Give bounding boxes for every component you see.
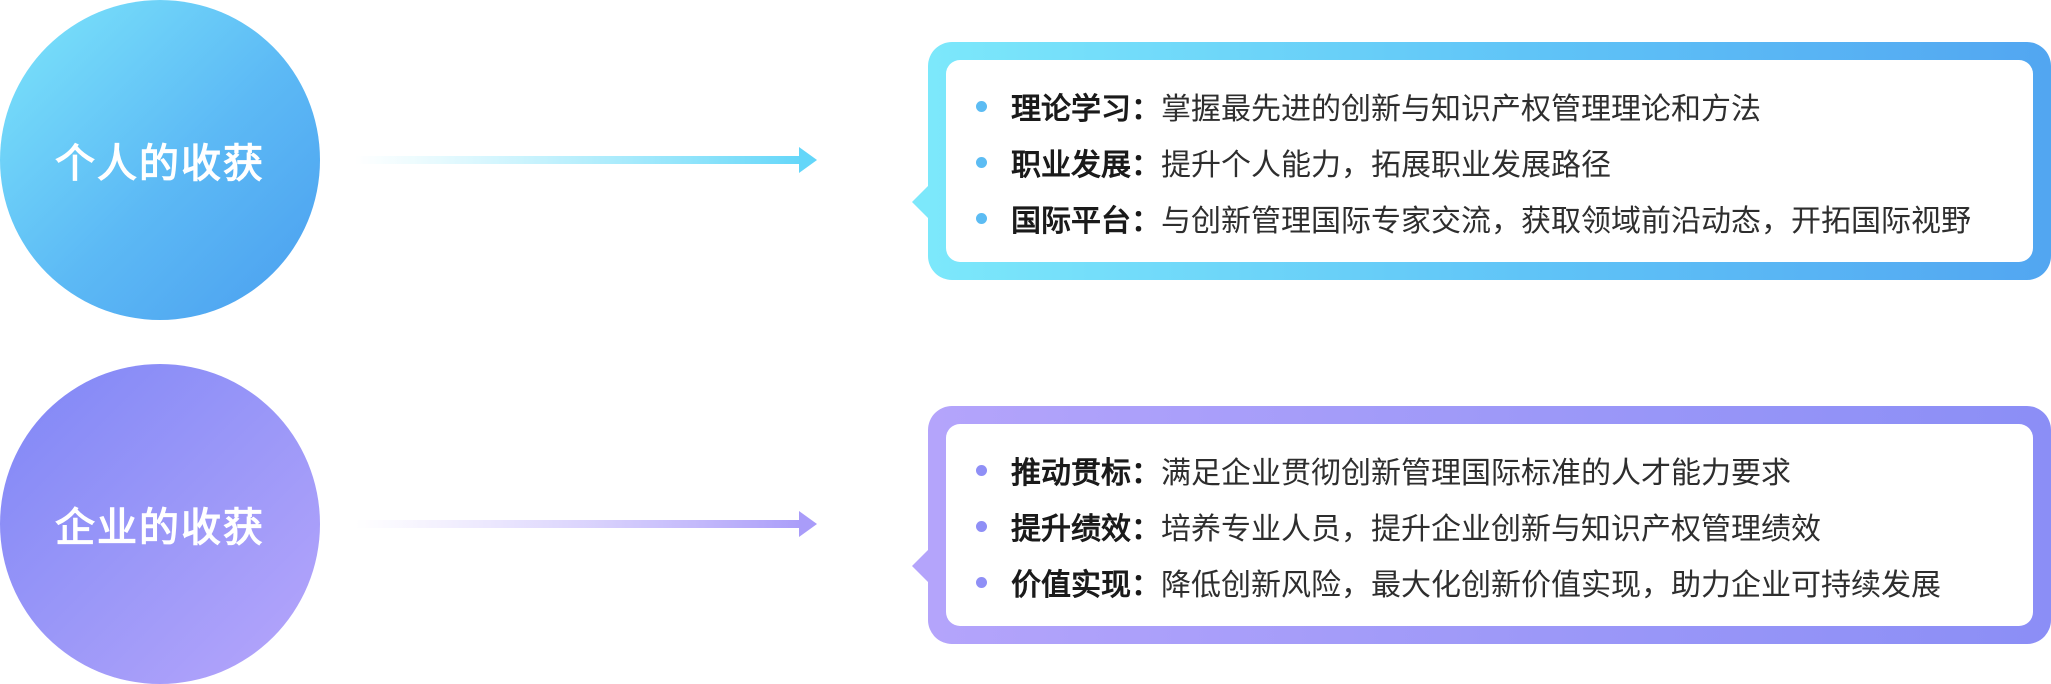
bullet-dot-icon	[976, 100, 987, 112]
item-title: 推动贯标：	[1011, 456, 1161, 491]
bullet-dot-icon	[976, 156, 987, 168]
personal-gains-row: 个人的收获 理论学习： 掌握最先进的创新与知识产权管理理论和方法 职业发展	[0, 0, 2051, 320]
personal-gains-card: 理论学习： 掌握最先进的创新与知识产权管理理论和方法 职业发展： 提升个人能力，…	[912, 42, 2051, 280]
bullet-dot-icon	[976, 520, 987, 532]
list-item: 国际平台： 与创新管理国际专家交流，获取领域前沿动态，开拓国际视野	[976, 190, 2033, 246]
list-item: 提升绩效： 培养专业人员，提升企业创新与知识产权管理绩效	[976, 498, 2033, 554]
list-item: 价值实现： 降低创新风险，最大化创新价值实现，助力企业可持续发展	[976, 554, 2033, 610]
item-text: 降低创新风险，最大化创新价值实现，助力企业可持续发展	[1161, 568, 1941, 603]
list-item: 职业发展： 提升个人能力，拓展职业发展路径	[976, 134, 2033, 190]
item-title: 理论学习：	[1011, 92, 1161, 127]
personal-gains-label: 个人的收获	[55, 141, 265, 187]
item-title: 价值实现：	[1011, 568, 1161, 603]
item-text: 与创新管理国际专家交流，获取领域前沿动态，开拓国际视野	[1161, 204, 1971, 239]
item-text: 掌握最先进的创新与知识产权管理理论和方法	[1161, 92, 1761, 127]
right-arrow-icon	[355, 145, 817, 175]
item-title: 职业发展：	[1011, 148, 1161, 183]
item-text: 满足企业贯彻创新管理国际标准的人才能力要求	[1161, 456, 1791, 491]
enterprise-gains-list: 推动贯标： 满足企业贯彻创新管理国际标准的人才能力要求 提升绩效： 培养专业人员…	[946, 424, 2033, 626]
item-text: 提升个人能力，拓展职业发展路径	[1161, 148, 1611, 183]
enterprise-gains-row: 企业的收获 推动贯标： 满足企业贯彻创新管理国际标准的人才能力要求 提升绩	[0, 364, 2051, 684]
enterprise-gains-label: 企业的收获	[55, 505, 265, 551]
personal-gains-list: 理论学习： 掌握最先进的创新与知识产权管理理论和方法 职业发展： 提升个人能力，…	[946, 60, 2033, 262]
card-pointer	[912, 548, 930, 584]
list-item: 推动贯标： 满足企业贯彻创新管理国际标准的人才能力要求	[976, 442, 2033, 498]
item-title: 国际平台：	[1011, 204, 1161, 239]
list-item: 理论学习： 掌握最先进的创新与知识产权管理理论和方法	[976, 78, 2033, 134]
item-title: 提升绩效：	[1011, 512, 1161, 547]
bullet-dot-icon	[976, 464, 987, 476]
personal-gains-circle: 个人的收获	[0, 0, 320, 320]
enterprise-gains-card: 推动贯标： 满足企业贯彻创新管理国际标准的人才能力要求 提升绩效： 培养专业人员…	[912, 406, 2051, 644]
bullet-dot-icon	[976, 576, 987, 588]
card-pointer	[912, 184, 930, 220]
enterprise-gains-circle: 企业的收获	[0, 364, 320, 684]
right-arrow-icon	[355, 509, 817, 539]
bullet-dot-icon	[976, 212, 987, 224]
item-text: 培养专业人员，提升企业创新与知识产权管理绩效	[1161, 512, 1821, 547]
